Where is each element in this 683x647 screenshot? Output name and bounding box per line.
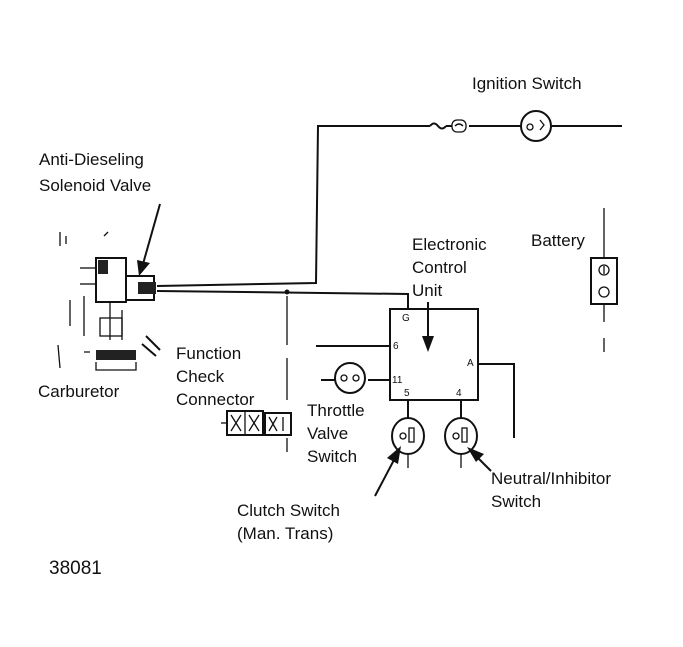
anti-dieseling-label-line1: Anti-Dieseling	[39, 150, 144, 169]
ignition-switch-icon	[520, 110, 552, 142]
ecu-feed-wire	[156, 289, 409, 309]
clutch-pointer-arrow	[374, 446, 401, 497]
function-check-label-line2: Check	[176, 367, 225, 386]
ignition-feed-wire	[156, 125, 622, 287]
ecu-connection-wires	[316, 345, 515, 438]
throttle-label-line3: Switch	[307, 447, 357, 466]
carburetor-label: Carburetor	[38, 382, 120, 401]
fuse-icon	[429, 119, 467, 133]
neutral-pointer-arrow	[467, 447, 492, 472]
battery-icon	[590, 208, 618, 352]
ignition-switch-label: Ignition Switch	[472, 74, 582, 93]
neutral-inhibitor-switch-icon	[444, 417, 478, 468]
ecu-pointer-arrow	[422, 302, 434, 352]
ecu-pin-left-upper: 6	[393, 341, 399, 352]
anti-dieseling-label-line2: Solenoid Valve	[39, 176, 151, 195]
anti-dieseling-pointer-arrow	[137, 203, 161, 276]
neutral-inhibitor-label-line1: Neutral/Inhibitor	[491, 469, 611, 488]
ecu-box: G 6 11 5 4 A	[389, 308, 479, 401]
throttle-label-line1: Throttle	[307, 401, 365, 420]
figure-number: 38081	[49, 558, 102, 579]
throttle-label-line2: Valve	[307, 424, 348, 443]
ecu-pin-top: G	[402, 313, 410, 324]
ecu-pin-left-lower: 11	[392, 375, 403, 386]
clutch-switch-label-line1: Clutch Switch	[237, 501, 340, 520]
ecu-pin-bottom-right: 4	[456, 388, 462, 399]
ecu-pin-bottom-left: 5	[404, 388, 410, 399]
function-check-label-line1: Function	[176, 344, 241, 363]
ecu-label-line3: Unit	[412, 281, 443, 300]
ecu-label-line1: Electronic	[412, 235, 487, 254]
clutch-switch-label-line2: (Man. Trans)	[237, 524, 333, 543]
carburetor-illustration	[57, 231, 161, 371]
throttle-valve-switch-icon	[321, 362, 366, 394]
function-check-connector-icon	[221, 410, 292, 436]
battery-label: Battery	[531, 231, 585, 250]
ecu-pin-right: A	[467, 358, 474, 369]
ecu-label-line2: Control	[412, 258, 467, 277]
neutral-inhibitor-label-line2: Switch	[491, 492, 541, 511]
function-check-label-line3: Connector	[176, 390, 255, 409]
clutch-switch-icon	[391, 417, 425, 468]
